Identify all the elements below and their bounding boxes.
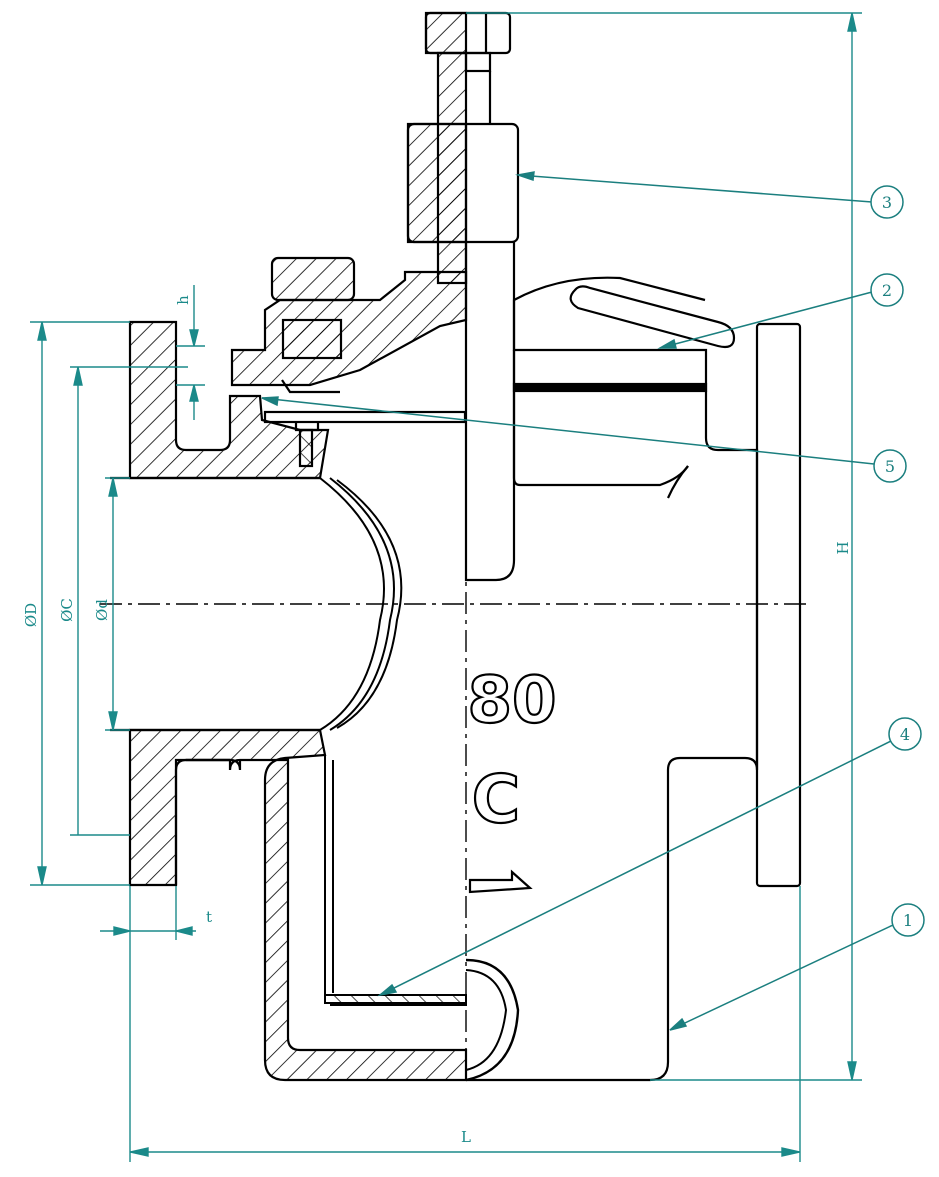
balloon-3: 3 (870, 185, 904, 219)
stem (406, 11, 520, 582)
svg-text:1: 1 (903, 911, 913, 930)
handle-lever (569, 285, 736, 349)
body-right-outline (466, 390, 759, 1082)
dim-h-label: h (174, 295, 192, 305)
dim-D-label: ØD (22, 603, 40, 627)
stem-shaft (464, 242, 516, 582)
left-flange-lower-section (128, 728, 468, 1082)
plug-curve-outer (319, 477, 385, 731)
bottom-seal (465, 958, 520, 1082)
dim-t-label: t (206, 908, 212, 926)
cast-letter-label: C (472, 761, 520, 838)
right-flange (755, 322, 802, 888)
plug-curve-inner2 (336, 479, 403, 729)
bottom-inner-wall (186, 758, 242, 771)
balloons: 1 2 3 4 5 (870, 185, 925, 937)
plug-liner-hatch (324, 994, 467, 1004)
cast-markings: 80 C (466, 663, 558, 894)
stem-collar (464, 51, 492, 73)
svg-text:4: 4 (900, 725, 910, 744)
bonnet-right (512, 350, 689, 487)
dimension-labels: ØD ØC Ød h t L H (22, 295, 852, 1146)
balloon-1: 1 (891, 903, 925, 937)
balloon-5: 5 (873, 449, 907, 483)
valve-body (110, 276, 802, 1082)
balloon-2: 2 (870, 273, 904, 307)
leaders (261, 171, 894, 1031)
cast-size-label: 80 (467, 664, 556, 738)
left-flange-section (128, 320, 330, 480)
dim-d-label: Ød (93, 599, 111, 621)
dim-C-label: ØC (58, 598, 76, 622)
svg-text:2: 2 (882, 281, 892, 300)
dim-H-label: H (834, 541, 852, 554)
bonnet-nut (281, 318, 343, 360)
dimensions (30, 12, 862, 1162)
svg-text:5: 5 (885, 457, 895, 476)
bonnet-bolt-head (270, 256, 356, 302)
plug-curve-inner (329, 477, 395, 731)
center-lines (100, 60, 812, 1082)
flow-direction-arrow-icon (468, 869, 533, 894)
dim-L-label: L (461, 1128, 471, 1146)
bonnet (230, 256, 736, 499)
plug-liner (324, 755, 467, 1006)
svg-text:3: 3 (882, 193, 892, 212)
balloon-4: 4 (888, 717, 922, 751)
bonnet-gasket (512, 382, 708, 393)
left-flange-foot (174, 758, 230, 885)
